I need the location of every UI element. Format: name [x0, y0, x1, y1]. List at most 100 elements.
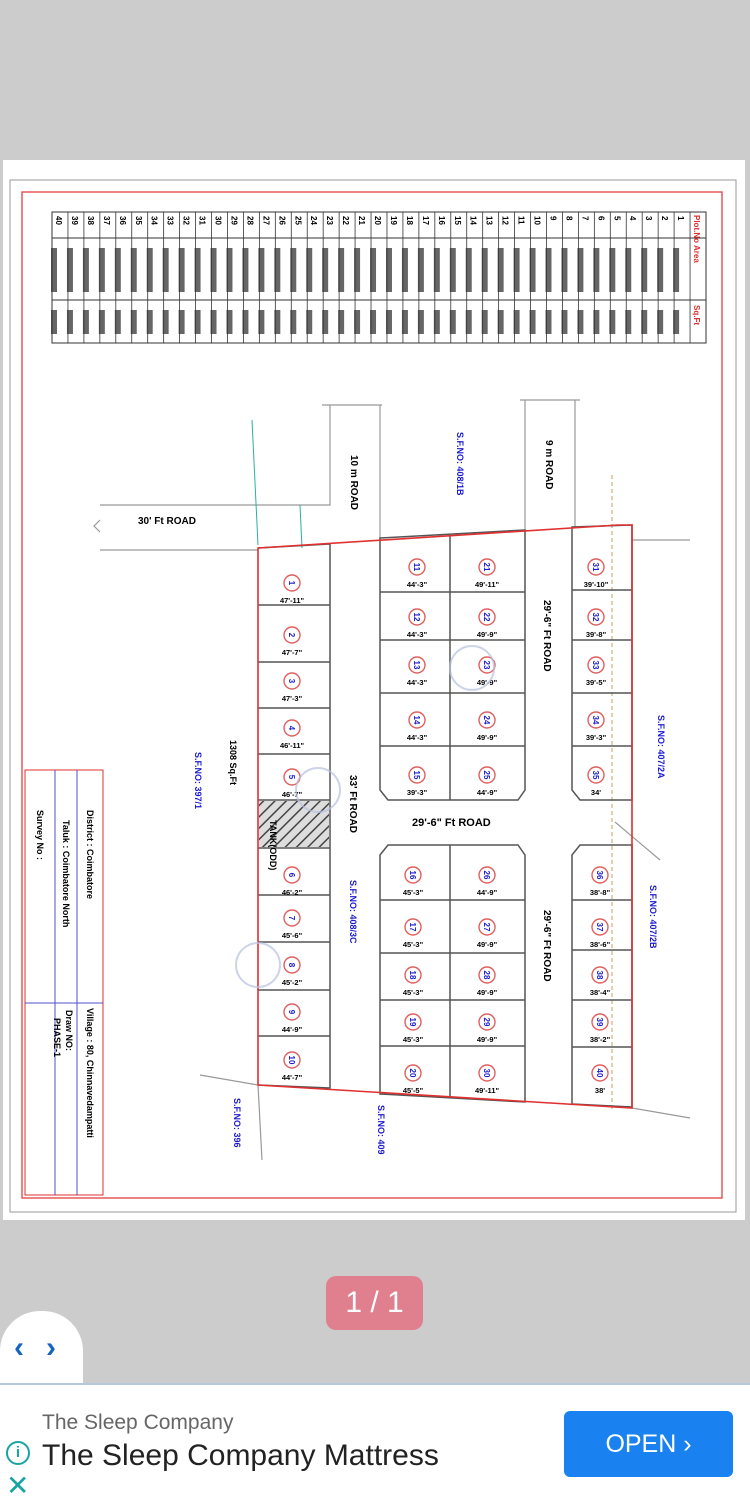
road-label-29ft-mid: 29'-6" Ft ROAD	[412, 817, 491, 829]
plot-dimension: 49'-11"	[475, 580, 500, 589]
plot-number: 21	[482, 563, 491, 572]
plot-number: 4	[287, 726, 296, 731]
plot-35[interactable]: 35 34'	[587, 766, 605, 797]
page-indicator: 1 / 1	[326, 1276, 423, 1330]
plot-number: 22	[482, 613, 491, 622]
table-plot-no: 37	[102, 216, 111, 225]
plot-dimension: 39'-3"	[407, 788, 428, 797]
table-sqft-cell	[210, 310, 217, 334]
ad-title[interactable]: The Sleep Company Mattress	[42, 1439, 439, 1472]
plot-5[interactable]: 546'-7"	[282, 768, 303, 799]
plot-9[interactable]: 944'-9"	[282, 1003, 303, 1034]
table-plot-no: 29	[229, 216, 238, 225]
plot-number: 1	[287, 581, 296, 586]
table-sqft-cell	[306, 310, 313, 334]
plot-dimension: 44'-3"	[407, 580, 428, 589]
table-plot-no: 21	[357, 216, 366, 225]
plot-number: 35	[591, 771, 600, 780]
plot-dimension: 39'-5"	[586, 678, 607, 687]
close-icon[interactable]: ✕	[6, 1470, 30, 1501]
plot-3[interactable]: 347'-3"	[282, 672, 303, 703]
plot-2[interactable]: 247'-7"	[282, 626, 303, 657]
chevron-left-icon[interactable]: ‹	[14, 1331, 24, 1364]
ad-open-button[interactable]: OPEN ›	[564, 1411, 733, 1477]
plot-7[interactable]: 745'-6"	[282, 909, 303, 940]
ad-banner[interactable]: The Sleep Company The Sleep Company Matt…	[0, 1383, 750, 1502]
plot-number: 34	[591, 716, 600, 725]
table-area-cell	[258, 248, 265, 292]
road-label-33ft: 33' Ft ROAD	[347, 775, 358, 833]
road-label-9m: 9 m ROAD	[543, 440, 554, 489]
table-plot-no: 14	[469, 216, 478, 225]
plot-6[interactable]: 646'-2"	[282, 866, 303, 897]
plot-33[interactable]: 33 39'-5"	[586, 656, 607, 687]
plot-8[interactable]: 845'-2"	[282, 956, 303, 987]
plot-21[interactable]: 21 49'-11"	[475, 558, 500, 589]
title-survey: Survey No :	[35, 810, 45, 860]
table-header: Area	[692, 245, 701, 263]
plot-dimension: 38'-8"	[590, 888, 611, 897]
plot-number: 6	[287, 873, 296, 878]
plot-number: 9	[287, 1010, 296, 1015]
info-icon[interactable]: i	[6, 1441, 30, 1465]
survey-label: S.F.NO: 407/2B	[648, 885, 658, 949]
plot-dimension: 49'-9"	[477, 988, 498, 997]
road-label-10m: 10 m ROAD	[348, 455, 359, 510]
title-block: District : Coimbatore Taluk : Coimbatore…	[24, 769, 104, 1196]
plot-1[interactable]: 147'-11"	[280, 574, 305, 605]
table-sqft-cell	[146, 310, 153, 334]
table-area-cell	[625, 248, 632, 292]
table-plot-no: 4	[628, 216, 637, 221]
plot-4[interactable]: 446'-11"	[280, 719, 305, 750]
table-sqft-cell	[545, 310, 552, 334]
plot-number: 36	[595, 871, 604, 880]
plot-number: 33	[591, 661, 600, 670]
plot-number: 31	[591, 563, 600, 572]
table-plot-no: 33	[166, 216, 175, 225]
road-label-29ft-top: 29'-6" Ft ROAD	[541, 600, 552, 672]
plot-36[interactable]: 36 38'-8"	[590, 866, 611, 897]
table-area-cell	[178, 248, 185, 292]
table-sqft-cell	[417, 310, 424, 334]
table-area-cell	[66, 248, 73, 292]
table-area-cell	[385, 248, 392, 292]
plot-dimension: 34'	[591, 788, 601, 797]
plot-dimension: 45'-5"	[403, 1086, 424, 1095]
table-sqft-cell	[66, 310, 73, 334]
table-sqft-cell	[497, 310, 504, 334]
table-header: Sq.Ft	[692, 305, 701, 325]
chevron-right-icon[interactable]: ›	[46, 1331, 56, 1364]
table-plot-no: 27	[261, 216, 270, 225]
table-sqft-cell	[641, 310, 648, 334]
table-plot-no: 11	[517, 216, 526, 225]
title-draw-no: Draw NO:	[64, 1010, 74, 1051]
table-sqft-cell	[673, 310, 680, 334]
table-plot-no: 28	[245, 216, 254, 225]
